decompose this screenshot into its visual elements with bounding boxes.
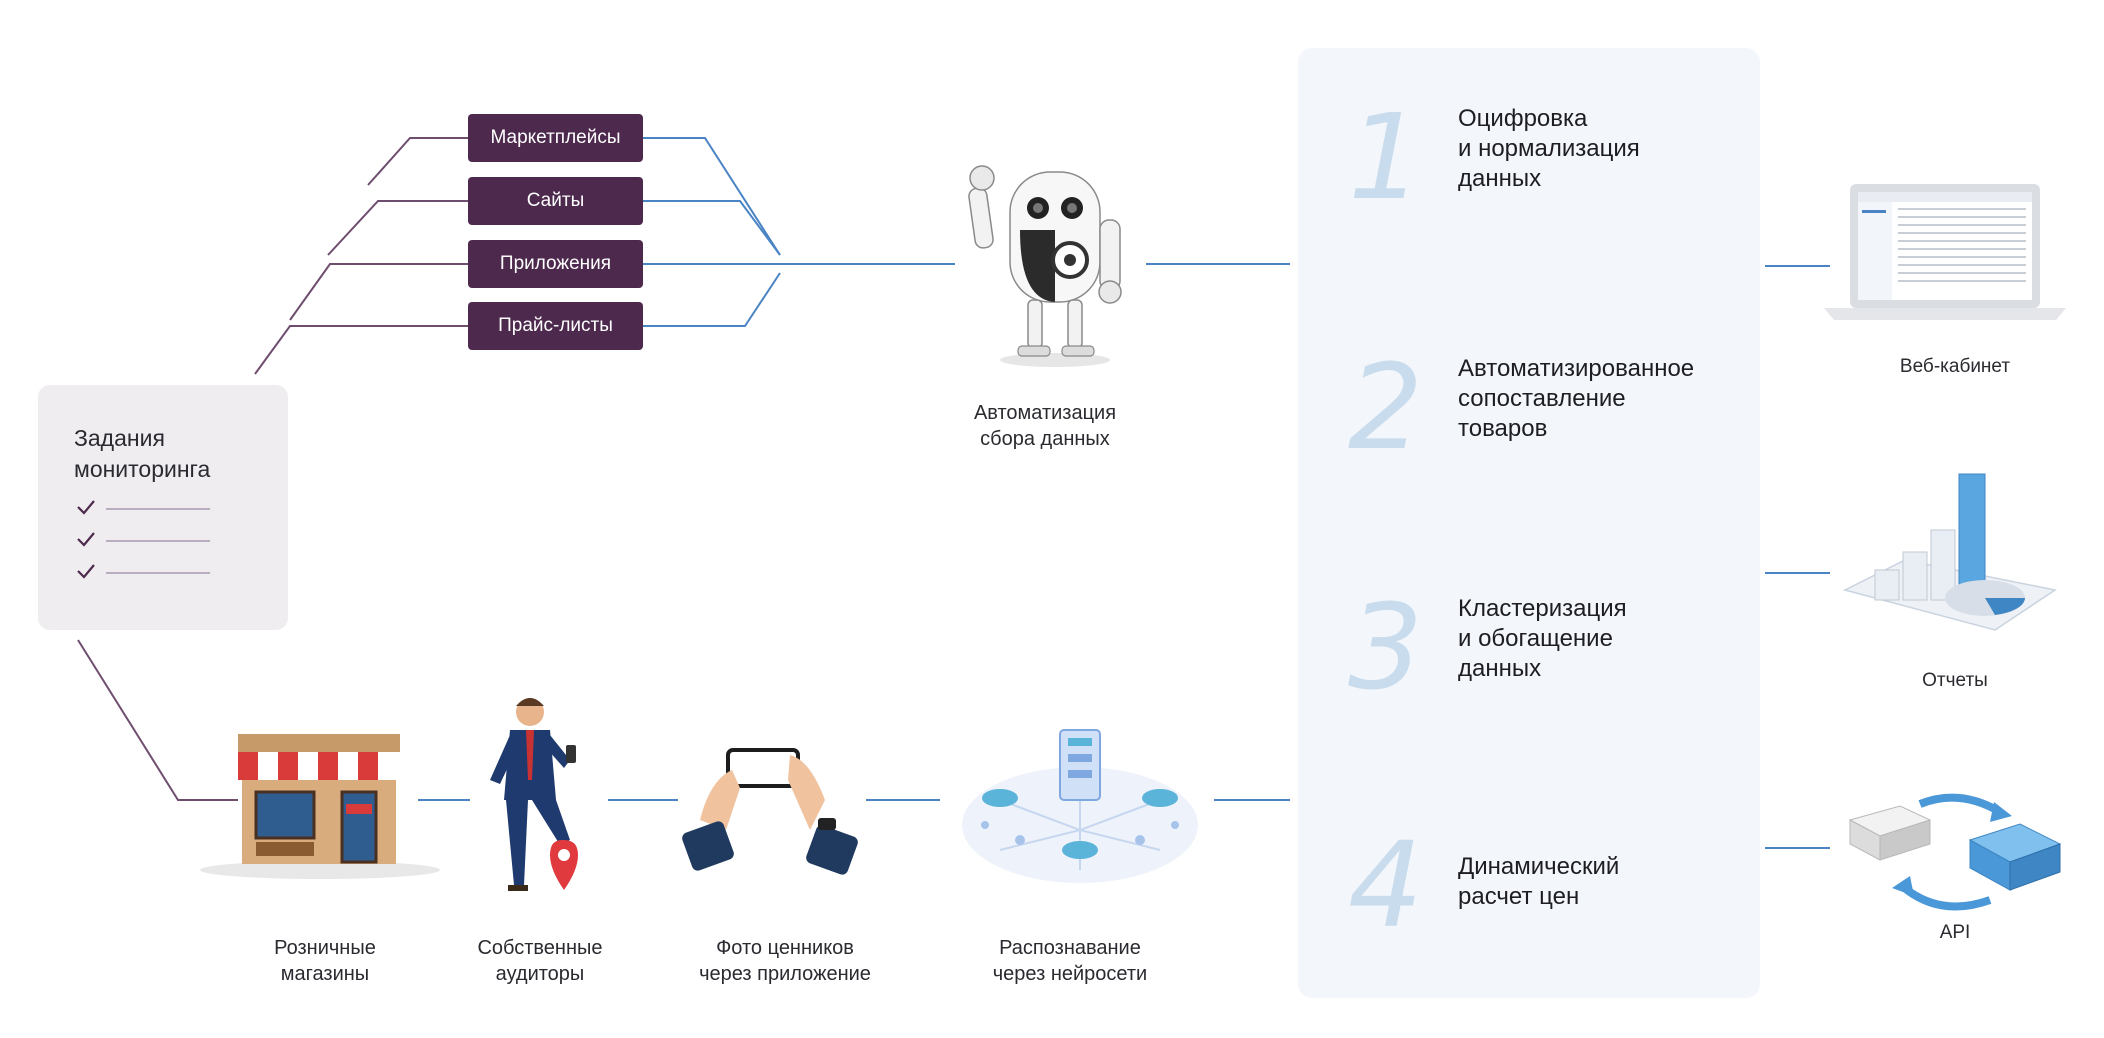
processing-steps-panel: 1 Оцифровка и нормализация данных 2 Авто… <box>1298 48 1760 998</box>
checkmark-icon <box>77 500 95 515</box>
phone-photo-icon <box>682 748 858 875</box>
step-text-1: Оцифровка и нормализация данных <box>1458 104 1640 194</box>
reports-chart-icon <box>1842 473 2057 631</box>
step-4-line2: расчет цен <box>1458 883 1580 910</box>
source-marketplaces: Маркетплейсы <box>468 114 643 162</box>
caption-retail-stores: Розничные магазины <box>240 935 410 987</box>
connector-task-pricelists <box>254 325 468 375</box>
robot-caption-line2: сбора данных <box>980 428 1110 450</box>
robot-caption: Автоматизация сбора данных <box>950 400 1140 452</box>
checkmark-icon <box>77 564 95 579</box>
step-text-4: Динамический расчет цен <box>1458 852 1619 912</box>
connector-pricelists-merge <box>643 272 781 327</box>
monitoring-tasks-card: Задания мониторинга <box>38 385 288 630</box>
step-1-line1: Оцифровка <box>1458 105 1588 132</box>
caption-retail-stores-line1: Розничные <box>274 937 376 959</box>
connector-sites-merge <box>643 200 781 256</box>
caption-neural-recognition-line1: Распознавание <box>999 937 1141 959</box>
step-2-line2: сопоставление <box>1458 385 1626 412</box>
checklist-line <box>106 508 210 510</box>
task-title: Задания мониторинга <box>74 423 210 485</box>
task-checklist-item <box>76 562 216 582</box>
store-icon <box>200 734 440 879</box>
api-sync-icon <box>1848 793 2062 911</box>
caption-retail-stores-line2: магазины <box>280 963 370 985</box>
task-checklist-item <box>76 530 216 550</box>
caption-neural-recognition-line2: через нейросети <box>992 963 1148 985</box>
caption-price-photo-line2: через приложение <box>699 963 871 985</box>
connector-task-apps <box>289 263 468 321</box>
connector-marketplaces-merge <box>643 137 781 256</box>
caption-price-photo-line1: Фото ценников <box>716 937 854 959</box>
step-text-3: Кластеризация и обогащение данных <box>1458 594 1627 684</box>
task-checklist-item <box>76 498 216 518</box>
step-text-2: Автоматизированное сопоставление товаров <box>1458 354 1694 444</box>
checkmark-icon <box>77 532 95 547</box>
step-number-4: 4 <box>1348 816 1424 954</box>
output-reports-label: Отчеты <box>1922 670 1988 691</box>
checklist-line <box>106 572 210 574</box>
caption-auditors: Собственные аудиторы <box>455 935 625 987</box>
caption-price-photo: Фото ценников через приложение <box>675 935 895 987</box>
step-2-line3: товаров <box>1458 415 1548 442</box>
source-apps: Приложения <box>468 240 643 288</box>
laptop-icon <box>1824 184 2066 320</box>
task-title-line1: Задания <box>74 425 165 451</box>
output-web-cabinet-label: Веб-кабинет <box>1899 356 2011 377</box>
robot-icon <box>968 165 1122 367</box>
auditor-icon <box>490 698 578 891</box>
robot-caption-line1: Автоматизация <box>973 402 1117 424</box>
connector-task-store <box>77 639 238 801</box>
step-3-line3: данных <box>1458 655 1542 682</box>
step-3-line1: Кластеризация <box>1458 595 1627 622</box>
step-2-line1: Автоматизированное <box>1458 355 1695 382</box>
caption-auditors-line2: аудиторы <box>495 963 585 985</box>
source-price-lists: Прайс-листы <box>468 302 643 350</box>
step-number-1: 1 <box>1348 88 1424 226</box>
step-number-3: 3 <box>1348 578 1424 716</box>
neural-network-icon <box>962 729 1198 883</box>
connector-task-sites <box>327 200 468 256</box>
step-1-line2: и нормализация <box>1458 135 1640 162</box>
step-1-line3: данных <box>1458 165 1542 192</box>
checklist-line <box>106 540 210 542</box>
step-4-line1: Динамический <box>1458 853 1620 880</box>
step-number-2: 2 <box>1348 338 1424 476</box>
step-3-line2: и обогащение <box>1458 625 1613 652</box>
output-api-label: API <box>1939 922 1971 943</box>
caption-auditors-line1: Собственные <box>477 937 603 959</box>
connector-task-marketplaces <box>367 137 468 186</box>
task-title-line2: мониторинга <box>74 456 211 482</box>
source-sites: Сайты <box>468 177 643 225</box>
caption-neural-recognition: Распознавание через нейросети <box>960 935 1180 987</box>
